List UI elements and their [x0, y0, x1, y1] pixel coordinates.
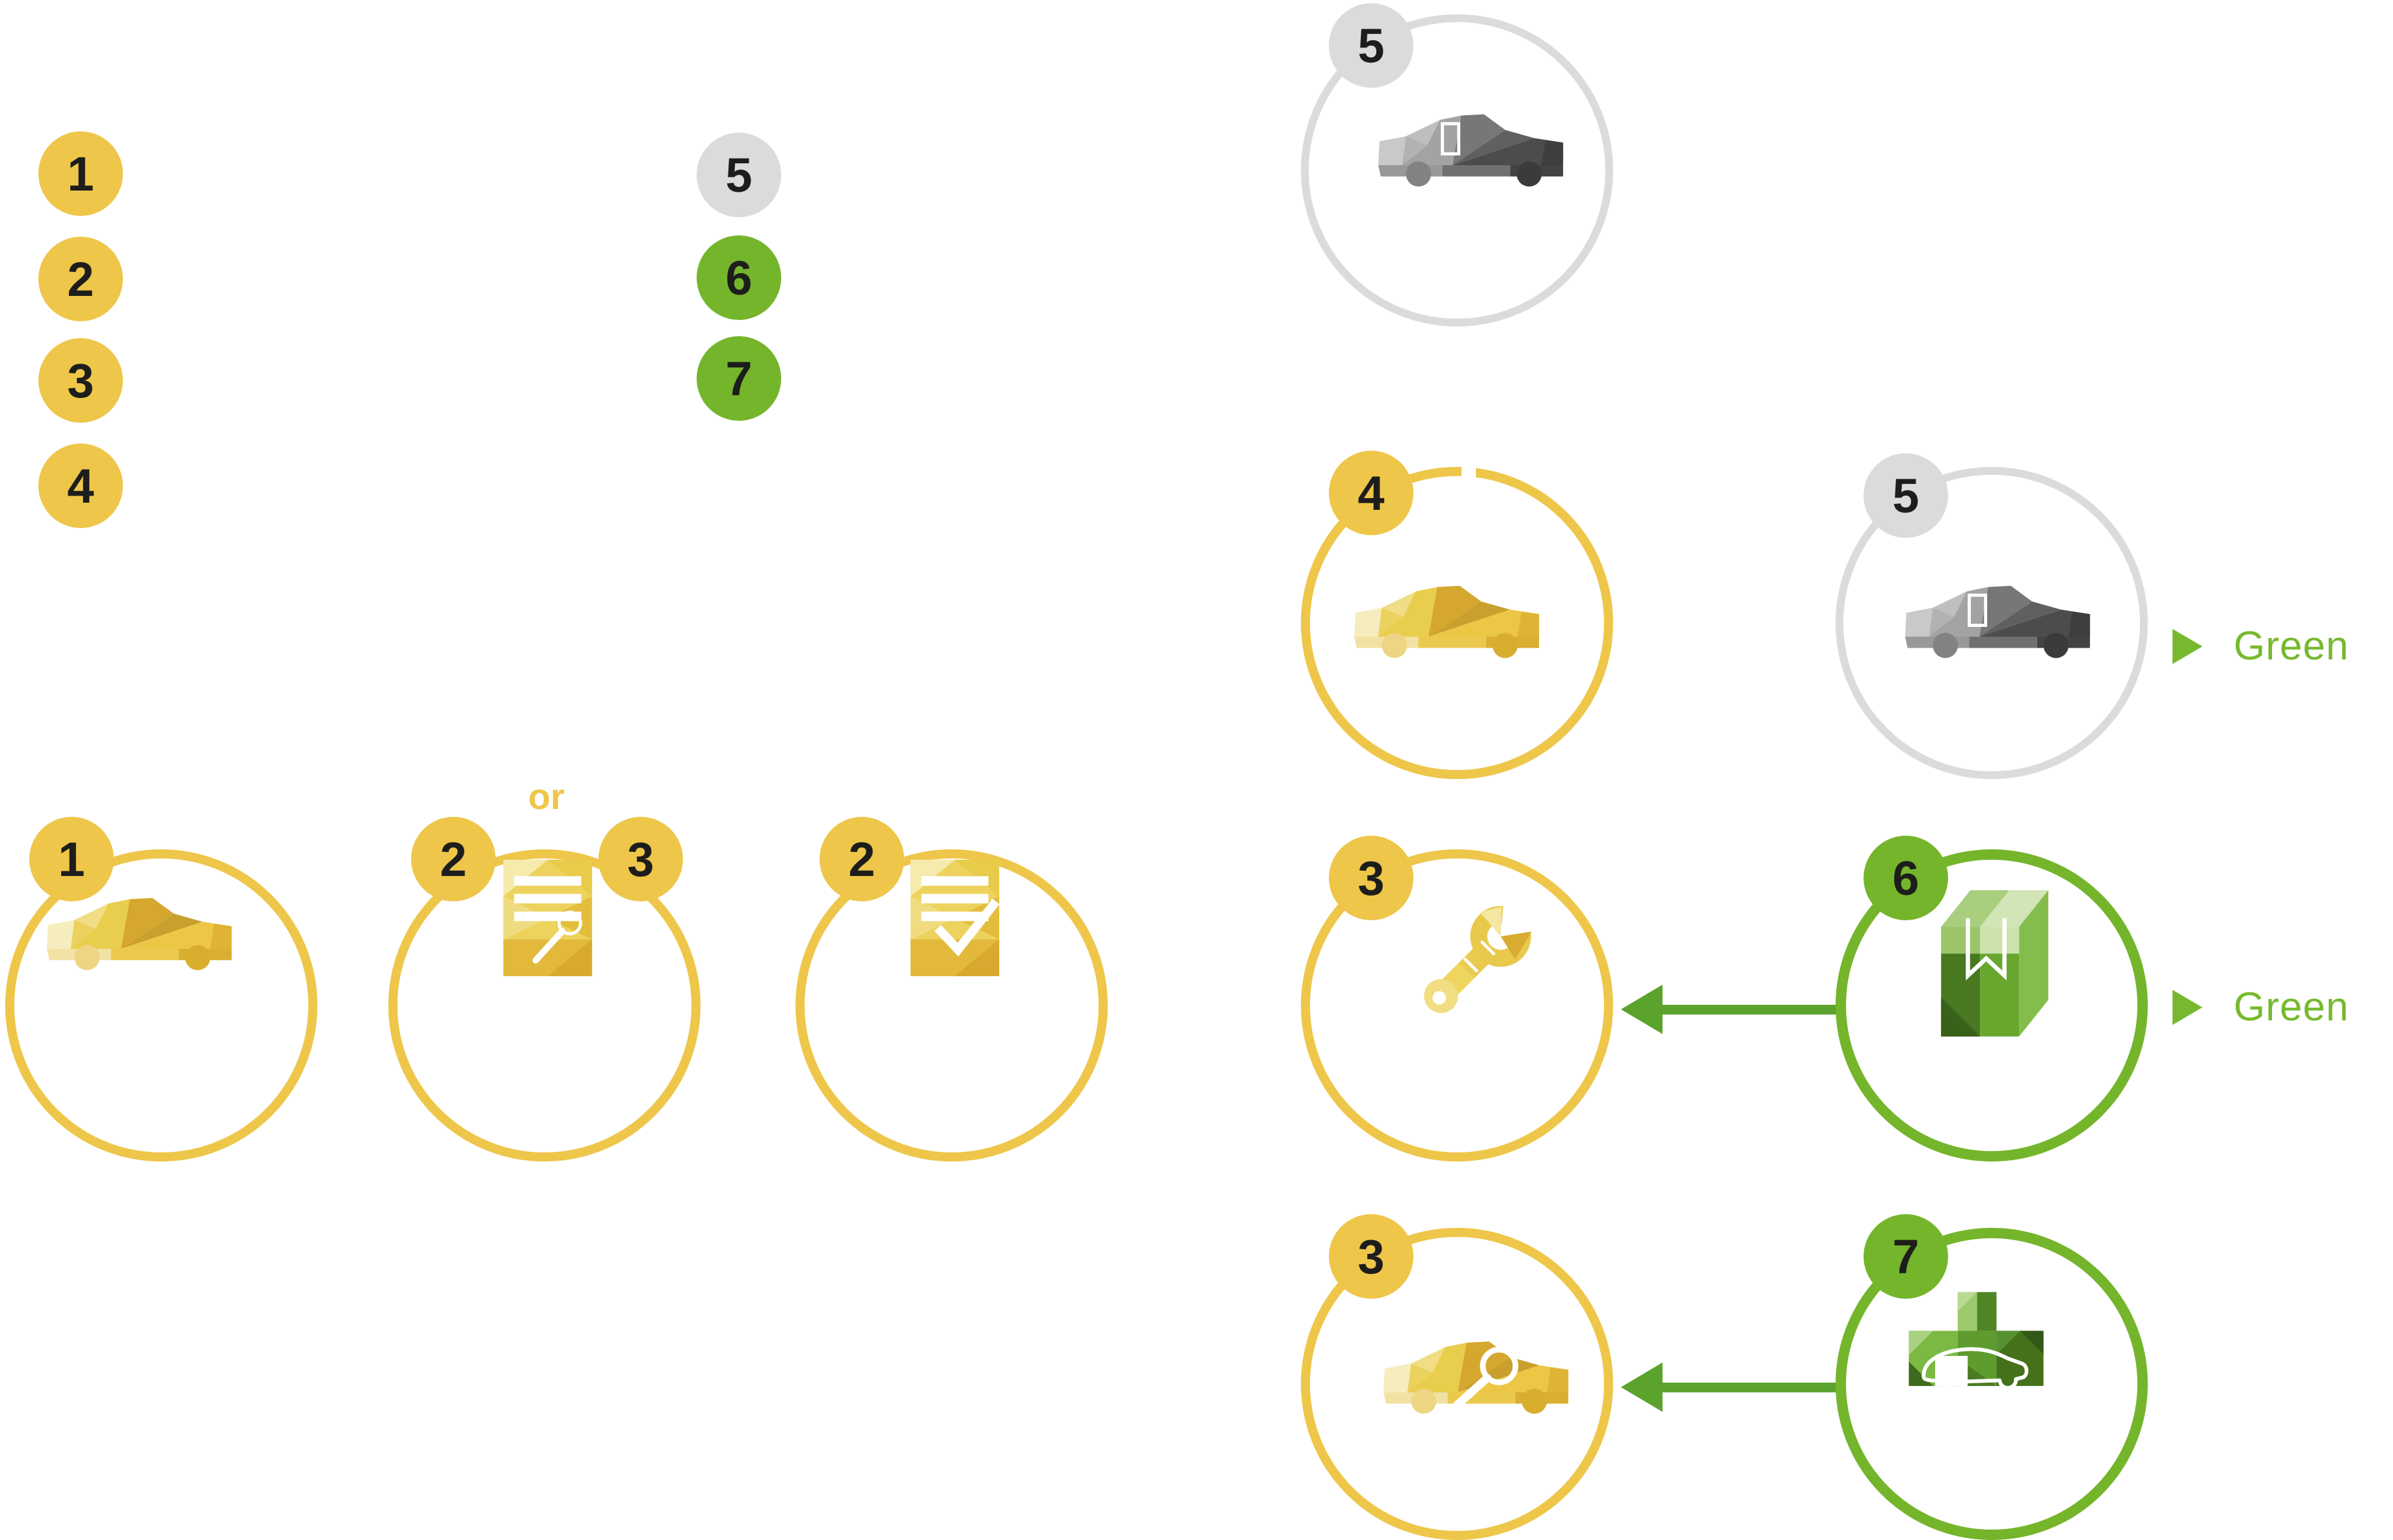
legend-number: 5 [725, 148, 753, 202]
workshop-cross-car-icon [1908, 1292, 2044, 1392]
outcome-label: Green [2234, 624, 2349, 669]
outcome-green-2: Green [2172, 984, 2349, 1030]
legend-number: 1 [67, 146, 94, 201]
play-triangle-icon [2172, 628, 2202, 664]
gray-car-icon [1378, 114, 1564, 187]
badge-step-4: 4 [1329, 451, 1413, 535]
legend-number: 3 [67, 353, 94, 408]
badge-number: 2 [440, 832, 467, 886]
badge-step-2: 2 [411, 817, 496, 901]
legend-item-4: 4 [38, 444, 123, 528]
badge-number: 1 [58, 832, 85, 886]
document-check-icon [910, 859, 1000, 977]
arrow-left-icon [1621, 1362, 1663, 1412]
wrench-overlay-icon [532, 910, 583, 964]
wrench-overlay-icon [1445, 1346, 1519, 1415]
badge-step-7: 7 [1864, 1214, 1948, 1299]
badge-step-5: 5 [1329, 3, 1413, 88]
badge-number: 5 [1357, 18, 1385, 73]
arrow-shaft [1661, 1383, 1837, 1392]
legend-item-5: 5 [697, 133, 781, 217]
badge-number: 5 [1892, 468, 1919, 523]
badge-step-6: 6 [1864, 836, 1948, 920]
outcome-label: Green [2234, 985, 2349, 1029]
package-box-icon [1941, 890, 2049, 1037]
badge-number: 6 [1892, 851, 1919, 905]
checkmark-icon [934, 898, 1000, 957]
yellow-car-icon [1354, 585, 1540, 658]
arrow-left-icon [1621, 985, 1663, 1034]
play-triangle-icon [2172, 989, 2202, 1025]
legend-number: 2 [67, 252, 94, 306]
badge-number: 3 [627, 832, 654, 886]
ring-gap [1462, 458, 1476, 480]
badge-number: 2 [848, 832, 876, 886]
badge-number: 3 [1357, 851, 1385, 905]
gray-car-icon [1905, 585, 2091, 658]
legend-item-3: 3 [38, 338, 123, 423]
badge-step-1: 1 [29, 817, 114, 901]
arrow-shaft [1661, 1005, 1837, 1015]
badge-step-5b: 5 [1864, 453, 1948, 538]
legend-number: 4 [67, 458, 94, 513]
badge-number: 7 [1892, 1229, 1919, 1284]
legend-item-2: 2 [38, 237, 123, 321]
badge-step-3c: 3 [598, 817, 683, 901]
badge-step-2b: 2 [820, 817, 904, 901]
badge-number: 4 [1357, 466, 1385, 520]
document-wrench-icon [503, 859, 593, 977]
badge-number: 3 [1357, 1229, 1385, 1284]
outcome-green-1: Green [2172, 623, 2349, 669]
legend-number: 6 [725, 250, 753, 305]
wrench-icon [1424, 906, 1532, 1013]
or-label: or [528, 776, 565, 817]
legend-item-7: 7 [697, 336, 781, 421]
legend-number: 7 [725, 351, 753, 406]
legend-item-6: 6 [697, 235, 781, 320]
legend-item-1: 1 [38, 131, 123, 216]
car-with-wrench-icon [1383, 1341, 1569, 1415]
badge-step-3: 3 [1329, 836, 1413, 920]
yellow-car-icon [46, 897, 232, 970]
badge-step-3b: 3 [1329, 1214, 1413, 1299]
